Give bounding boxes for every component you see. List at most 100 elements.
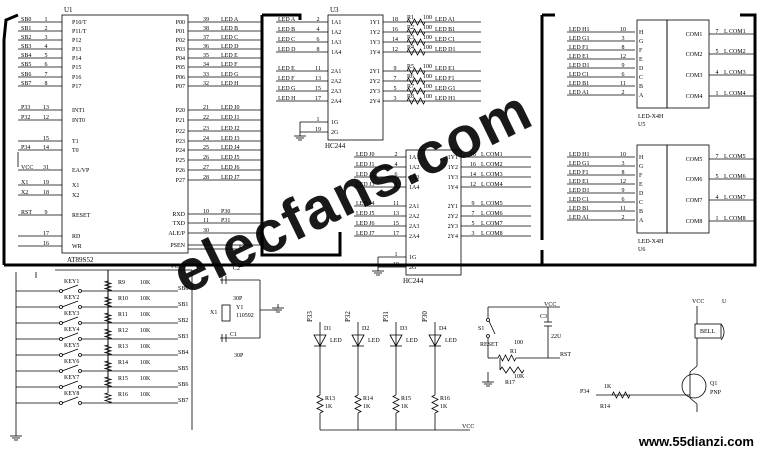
led-resistor-value: 1K [325, 404, 333, 410]
display-common-block [666, 19, 710, 109]
key-label: KEY5 [64, 343, 79, 349]
hc244-input-net: LED H [278, 96, 296, 102]
switch-contact [78, 305, 82, 309]
switch-blade [61, 364, 79, 372]
hc244-output-pin-number: 7 [394, 76, 397, 82]
hc244-output-pin-number: 5 [472, 221, 475, 227]
hc244-output-pin-name: 1Y2 [448, 165, 458, 171]
transistor-emitter [689, 397, 698, 405]
hc244-output-pin-name: 2Y3 [448, 224, 458, 230]
hc244-output-net: LED A1 [435, 17, 455, 23]
display-segment-net: LED B1 [569, 206, 589, 212]
led-resistor-label: R14 [363, 396, 373, 402]
series-resistor-value: 100 [423, 25, 432, 31]
mcu-left-pin-name: P15 [72, 65, 81, 71]
mcu-left-pin-name: P17 [72, 84, 81, 90]
display-segment-net: LED E1 [569, 179, 589, 185]
hc244-chip-name: HC244 [403, 277, 424, 285]
hc244-output-net: LED G1 [435, 86, 456, 92]
mcu-right-net-label: LED J7 [221, 175, 240, 181]
hc244-output-pin-name: 1Y2 [370, 30, 380, 36]
hc244-output-pin-name: 1Y4 [448, 185, 458, 191]
display-segment-name: D [639, 66, 644, 72]
mcu-right-pin-name: P26 [176, 168, 185, 174]
hc244-input-pin-number: 15 [315, 86, 321, 92]
reset-net-label: RST [560, 352, 571, 358]
display-segment-name: D [639, 191, 644, 197]
mcu-left-pin-number: 9 [45, 210, 48, 216]
mcu-right-pin-number: 24 [203, 136, 209, 142]
hc244-input-pin-number: 11 [393, 201, 399, 207]
display-common-number: 7 [716, 154, 719, 160]
hc244-output-pin-number: 9 [472, 201, 475, 207]
display-common-number: 4 [716, 195, 719, 201]
reset-switch-name: RESET [480, 342, 499, 348]
mcu-right-net-label: LED B [221, 26, 238, 32]
hc244-input-pin-name: 1A2 [409, 165, 419, 171]
mcu-left-net-label: SB6 [21, 72, 31, 78]
mcu-left-pin-name: P10/T [72, 20, 87, 26]
display-segment-number: 10 [620, 27, 626, 33]
pullup-resistor-label: R14 [118, 360, 128, 366]
display-segment-number: 12 [620, 54, 626, 60]
led-resistor [392, 394, 400, 414]
display-segment-net: LED E1 [569, 54, 589, 60]
hc244-input-pin-number: 2 [317, 17, 320, 23]
display-chip-label: U6 [638, 247, 645, 253]
mcu-left-pin-name: P13 [72, 47, 81, 53]
switch-blade [61, 396, 79, 404]
pullup-resistor-value: 10K [140, 296, 151, 302]
mcu-left-pin-number: 8 [45, 81, 48, 87]
hc244-input-pin-name: 1A4 [331, 50, 341, 56]
display-segment-name: G [639, 164, 644, 170]
display-common-name: COM3 [686, 73, 703, 79]
mcu-right-pin-number: 29 [203, 240, 209, 246]
mcu-left-pin-name: X2 [72, 193, 79, 199]
bus-left [2, 13, 19, 265]
key-net-label: SB7 [178, 398, 188, 404]
hc244-input-pin-number: 13 [393, 211, 399, 217]
bus-right [542, 13, 757, 267]
hc244-input-net: LED J5 [356, 211, 375, 217]
reset-switch-label: S1 [478, 326, 484, 332]
mcu-left-pin-number: 15 [43, 136, 49, 142]
mcu-right-pin-name: P23 [176, 139, 185, 145]
hc244-input-pin-number: 2 [395, 152, 398, 158]
hc244-input-pin-name: 1A4 [409, 185, 419, 191]
mcu-right-pin-number: 30 [203, 228, 209, 234]
led-resistor-value: 1K [363, 404, 371, 410]
mcu-right-pin-name: P07 [176, 84, 185, 90]
hc244-input-net: LED B [278, 27, 295, 33]
pullup-resistor [103, 280, 113, 292]
bus-mcu-right [260, 15, 342, 257]
mcu-left-pin-name: P14 [72, 56, 81, 62]
series-resistor-value: 100 [423, 94, 432, 100]
display-segment-net: LED H1 [569, 152, 590, 158]
mcu-left-pin-name: P12 [72, 38, 81, 44]
key-label: KEY3 [64, 311, 79, 317]
switch-contact [78, 353, 82, 357]
hc244-body [405, 149, 462, 276]
hc244-output-pin-name: 2Y4 [448, 234, 458, 240]
display-common-net: L COM4 [724, 91, 746, 97]
mcu-right-pin-number: 27 [203, 165, 209, 171]
key-net-label: SB4 [178, 350, 188, 356]
display-segment-number: 2 [622, 90, 625, 96]
display-segment-number: 11 [620, 206, 626, 212]
display-chip-label: U5 [638, 122, 645, 128]
key-vcc-label: VCC [170, 264, 182, 270]
display-common-name: COM8 [686, 219, 703, 225]
key-net-label: SB6 [178, 382, 188, 388]
reset-resistor-value: 100 [514, 340, 523, 346]
display-common-name: COM7 [686, 198, 703, 204]
display-segment-name: H [639, 30, 644, 36]
display-common-net: L COM5 [724, 154, 746, 160]
mcu-right-net-label: LED G [221, 72, 239, 78]
hc244-output-pin-number: 12 [470, 182, 476, 188]
mcu-left-pin-number: 31 [43, 165, 49, 171]
hc244-input-pin-number: 17 [315, 96, 321, 102]
mcu-right-pin-number: 26 [203, 155, 209, 161]
mcu-chip-label: U1 [64, 6, 73, 14]
mcu-left-net-label: P34 [21, 145, 30, 151]
crystal-value: 110592 [236, 313, 254, 319]
